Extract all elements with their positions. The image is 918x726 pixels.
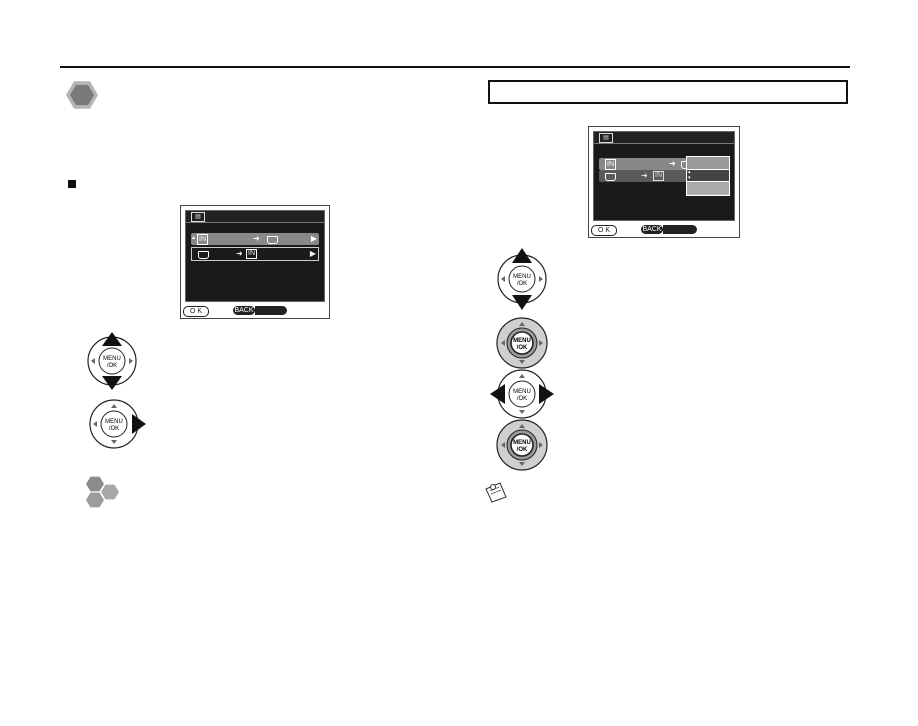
ok-label: O K	[183, 306, 209, 317]
hint-hexagon-2	[101, 484, 119, 500]
lcd-row-copy-in-to-card[interactable]: ▴ IN ➜ ▶	[191, 233, 319, 245]
internal-memory-icon: IN	[653, 171, 664, 181]
submenu-option-2[interactable]: ▴▾	[687, 169, 729, 182]
hint-hexagon-3	[86, 492, 104, 508]
top-rule	[60, 66, 850, 68]
svg-text:MENU: MENU	[513, 274, 531, 280]
svg-text:/OK: /OK	[109, 426, 119, 432]
square-bullet-icon	[68, 180, 76, 188]
dial-left-right-icon: MENU /OK	[490, 369, 554, 419]
back-label: BACK	[233, 306, 255, 315]
lcd-row-copy-card-to-in[interactable]: ➜ IN ▶	[191, 247, 319, 261]
dial-press-icon: MENU /OK	[496, 419, 548, 471]
setup-menu-icon: ▤	[191, 212, 205, 222]
memory-card-icon	[267, 236, 278, 244]
internal-memory-icon: IN	[197, 234, 208, 245]
footer-bar	[663, 225, 697, 234]
ok-label: O K	[591, 225, 617, 236]
svg-text:/OK: /OK	[517, 345, 528, 351]
svg-text:/OK: /OK	[107, 363, 117, 369]
svg-text:MENU: MENU	[105, 419, 123, 425]
gray-hexagon-inner	[70, 84, 94, 106]
dial-up-down-icon: MENU /OK	[497, 248, 547, 310]
internal-memory-icon: IN	[605, 159, 616, 170]
submenu-option-3[interactable]	[687, 182, 729, 194]
svg-text:MENU: MENU	[103, 356, 121, 362]
lcd-screen-left: ▤ ▴ IN ➜ ▶ ➜ IN ▶ O K BACK	[180, 205, 330, 319]
internal-memory-icon: IN	[246, 249, 257, 259]
memory-card-icon	[198, 251, 209, 259]
svg-text:/OK: /OK	[517, 396, 527, 402]
footer-bar	[255, 306, 287, 315]
hint-hexagon-1	[86, 476, 104, 492]
lcd-screen-right: ▤ IN ➜ ➜ IN ▴▾ O K BACK	[588, 126, 740, 238]
submenu-option-1[interactable]	[687, 157, 729, 170]
dial-up-down-icon: MENU /OK	[87, 332, 137, 390]
setup-menu-icon: ▤	[599, 133, 613, 143]
memo-note-icon	[485, 482, 507, 503]
boxed-header	[488, 80, 848, 104]
svg-text:MENU: MENU	[513, 389, 531, 395]
dial-press-icon: MENU /OK	[496, 317, 548, 369]
svg-text:MENU: MENU	[513, 440, 531, 446]
lcd-submenu[interactable]: ▴▾	[686, 156, 730, 196]
memory-card-icon	[605, 173, 616, 181]
back-label: BACK	[641, 225, 663, 234]
dial-right-icon: MENU /OK	[89, 399, 146, 449]
svg-text:/OK: /OK	[517, 281, 527, 287]
svg-text:MENU: MENU	[513, 338, 531, 344]
svg-text:/OK: /OK	[517, 447, 528, 453]
